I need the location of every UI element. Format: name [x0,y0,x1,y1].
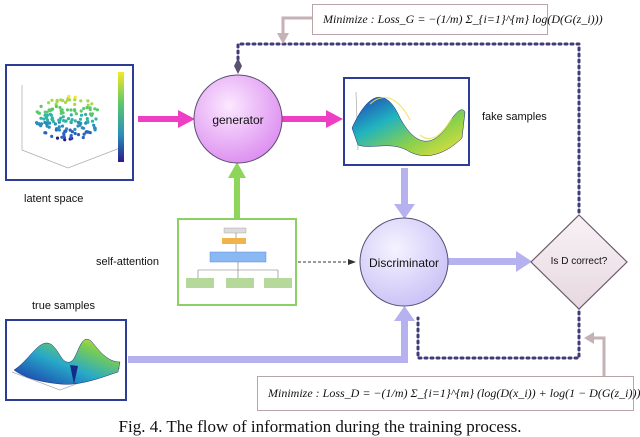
generator-loss-text: Minimize : Loss_G = −(1/m) Σ_{i=1}^{m} l… [323,12,603,26]
dotted-feedback-lines [236,42,581,360]
generator-to-fake-arrow [282,110,343,128]
attention-to-discriminator-arrow [298,259,356,265]
true-samples-label: true samples [32,300,95,312]
latent-space-panel [5,64,134,181]
discriminator-loss-formula: Minimize : Loss_D = −(1/m) Σ_{i=1}^{m} (… [257,376,640,411]
generator-marker [234,58,242,74]
decision-diamond [530,214,628,310]
generator-label: generator [212,113,264,127]
fake-samples-panel [343,77,470,166]
feedback-arrows [277,16,606,376]
fake-to-discriminator-arrow [394,168,415,219]
true-samples-panel [5,319,127,401]
fake-samples-label: fake samples [482,111,547,123]
generator-loss-formula: Minimize : Loss_G = −(1/m) Σ_{i=1}^{m} l… [312,4,603,35]
discriminator-label: Discriminator [368,256,439,270]
discriminator-to-decision-arrow [448,251,532,272]
true-to-discriminator-arrow [128,306,415,363]
attention-to-generator-arrow [228,162,246,218]
discriminator-loss-text: Minimize : Loss_D = −(1/m) Σ_{i=1}^{m} (… [268,386,640,400]
decision-label: Is D correct? [550,256,608,267]
latent-to-generator-arrow [138,110,195,128]
self-attention-panel [177,218,297,306]
discriminator-node [359,217,449,307]
latent-space-label: latent space [24,193,84,205]
figure-caption: Fig. 4. The flow of information during t… [118,417,522,436]
self-attention-label: self-attention [96,256,159,268]
generator-node [193,74,283,164]
